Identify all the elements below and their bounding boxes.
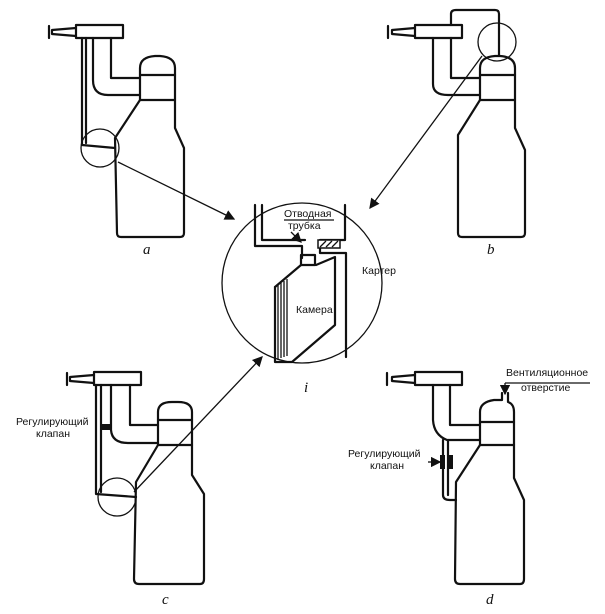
sampling-pump <box>65 370 143 387</box>
regulating-valve <box>440 455 445 469</box>
outlet-tube <box>253 203 307 260</box>
sampling-pump <box>386 23 464 40</box>
bypass-tube <box>441 438 458 502</box>
bottle <box>113 54 186 239</box>
valve-label-c-line1: Регулирующий <box>16 416 89 428</box>
valve-label-c-line2: клапан <box>36 428 70 440</box>
bypass-tube <box>94 383 138 499</box>
vent-label-line1: Вентиляционное <box>506 367 588 379</box>
panel-d: Регулирующий клапан Вентиляционное отвер… <box>348 367 590 608</box>
panel-b-caption: b <box>487 242 495 258</box>
tube-label-line1: Отводная <box>284 208 332 220</box>
panel-c-caption: c <box>162 592 169 608</box>
leader-arrow-c <box>133 356 263 493</box>
connecting-tube <box>91 36 142 97</box>
panel-c: Регулирующий клапан c <box>16 370 206 608</box>
chamber-label: Камера <box>296 304 333 316</box>
valve-label-d-line2: клапан <box>370 460 404 472</box>
connecting-tube <box>431 36 482 97</box>
panel-a-caption: a <box>143 242 151 258</box>
detail-circle-a <box>80 128 120 168</box>
detail-caption: i <box>304 380 308 396</box>
chamber-bag <box>273 255 337 364</box>
tube-label-line2: трубка <box>288 220 321 232</box>
panel-d-caption: d <box>486 592 494 608</box>
detail-circle-b <box>477 22 517 62</box>
detail-circle-large <box>221 202 383 364</box>
sampling-pump <box>385 370 464 387</box>
detail-circle-c <box>97 477 137 517</box>
connecting-tube <box>431 383 482 442</box>
bypass-tube <box>80 36 117 150</box>
valve-label-d-line1: Регулирующий <box>348 448 421 460</box>
leader-arrow-a <box>117 161 236 220</box>
bottle <box>453 391 526 586</box>
leader-arrow-b <box>369 55 483 210</box>
panel-b: b <box>386 8 527 258</box>
connecting-tube <box>109 383 160 445</box>
bottle <box>456 54 527 239</box>
bottle <box>132 400 206 586</box>
panel-a: a <box>47 23 186 258</box>
chamber-connector <box>299 253 317 267</box>
regulating-valve <box>101 424 111 430</box>
crankcase-label: Картер <box>362 265 396 277</box>
bypass-tube <box>449 8 501 57</box>
sampling-pump <box>47 23 125 40</box>
vent-label-line2: отверстие <box>521 382 570 394</box>
detail-view-i: Отводная трубка Картер Камера i <box>221 202 396 396</box>
